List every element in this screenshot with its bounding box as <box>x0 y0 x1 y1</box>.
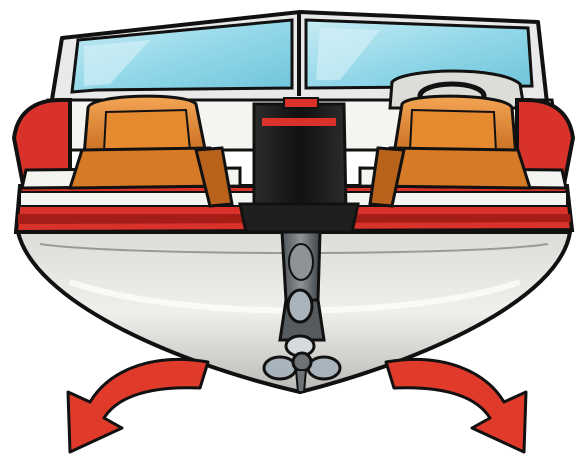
left-turn-arrow <box>68 359 208 452</box>
right-turn-arrow <box>386 359 526 452</box>
